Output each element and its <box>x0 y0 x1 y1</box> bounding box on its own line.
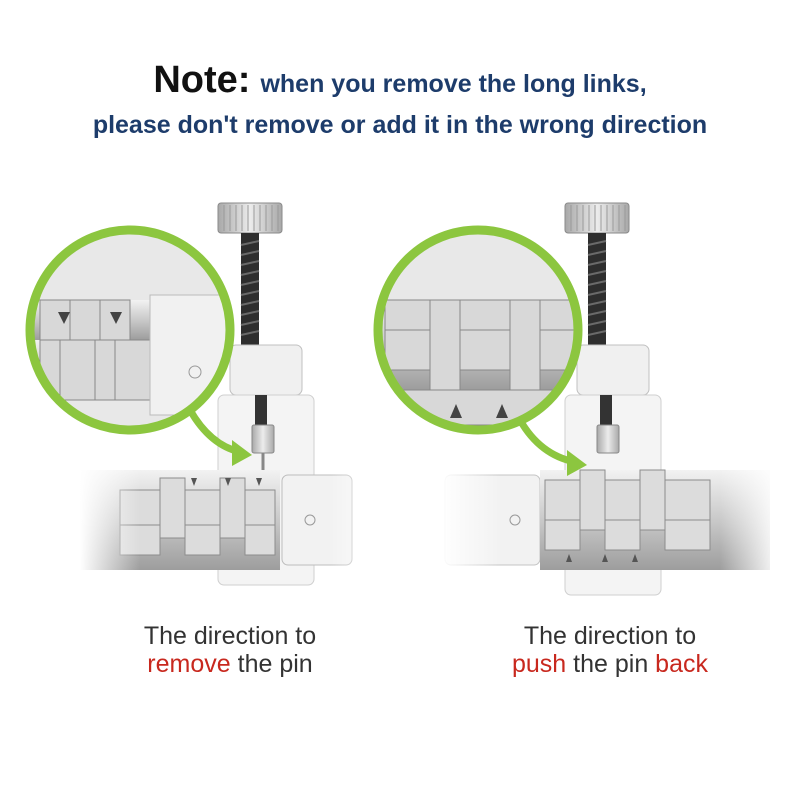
note-label: Note: <box>153 59 251 101</box>
caption-right-highlight-push: push <box>512 650 567 678</box>
right-bracelet <box>440 469 780 570</box>
caption-remove: The direction to remove the pin <box>80 622 380 678</box>
curved-arrow-icon <box>567 450 587 476</box>
right-magnifier <box>373 225 587 476</box>
arrow-up-icon <box>566 554 638 562</box>
arrow-down-icon <box>191 478 262 486</box>
caption-right-highlight-back: back <box>655 650 708 678</box>
caption-left-line1: The direction to <box>143 622 317 650</box>
illustration <box>25 202 780 596</box>
caption-right-line1: The direction to <box>523 622 697 650</box>
caption-push-back: The direction to push the pin back <box>460 622 760 678</box>
note-line-2: please don't remove or add it in the wro… <box>92 111 708 139</box>
caption-right-middle: the pin <box>566 650 656 678</box>
note-line-1: Note: when you remove the long links, <box>0 58 800 106</box>
curved-arrow-icon <box>232 440 252 466</box>
note-text-1: when you remove the long links, <box>260 70 647 98</box>
caption-left-line2: remove the pin <box>80 650 380 678</box>
left-bracelet <box>80 470 390 570</box>
arrow-down-icon <box>58 312 122 324</box>
caption-left-rest: the pin <box>230 650 313 678</box>
caption-left-highlight: remove <box>147 650 231 678</box>
caption-right-line2: push the pin back <box>460 650 760 678</box>
note-header: Note: when you remove the long links, ple… <box>0 58 800 144</box>
